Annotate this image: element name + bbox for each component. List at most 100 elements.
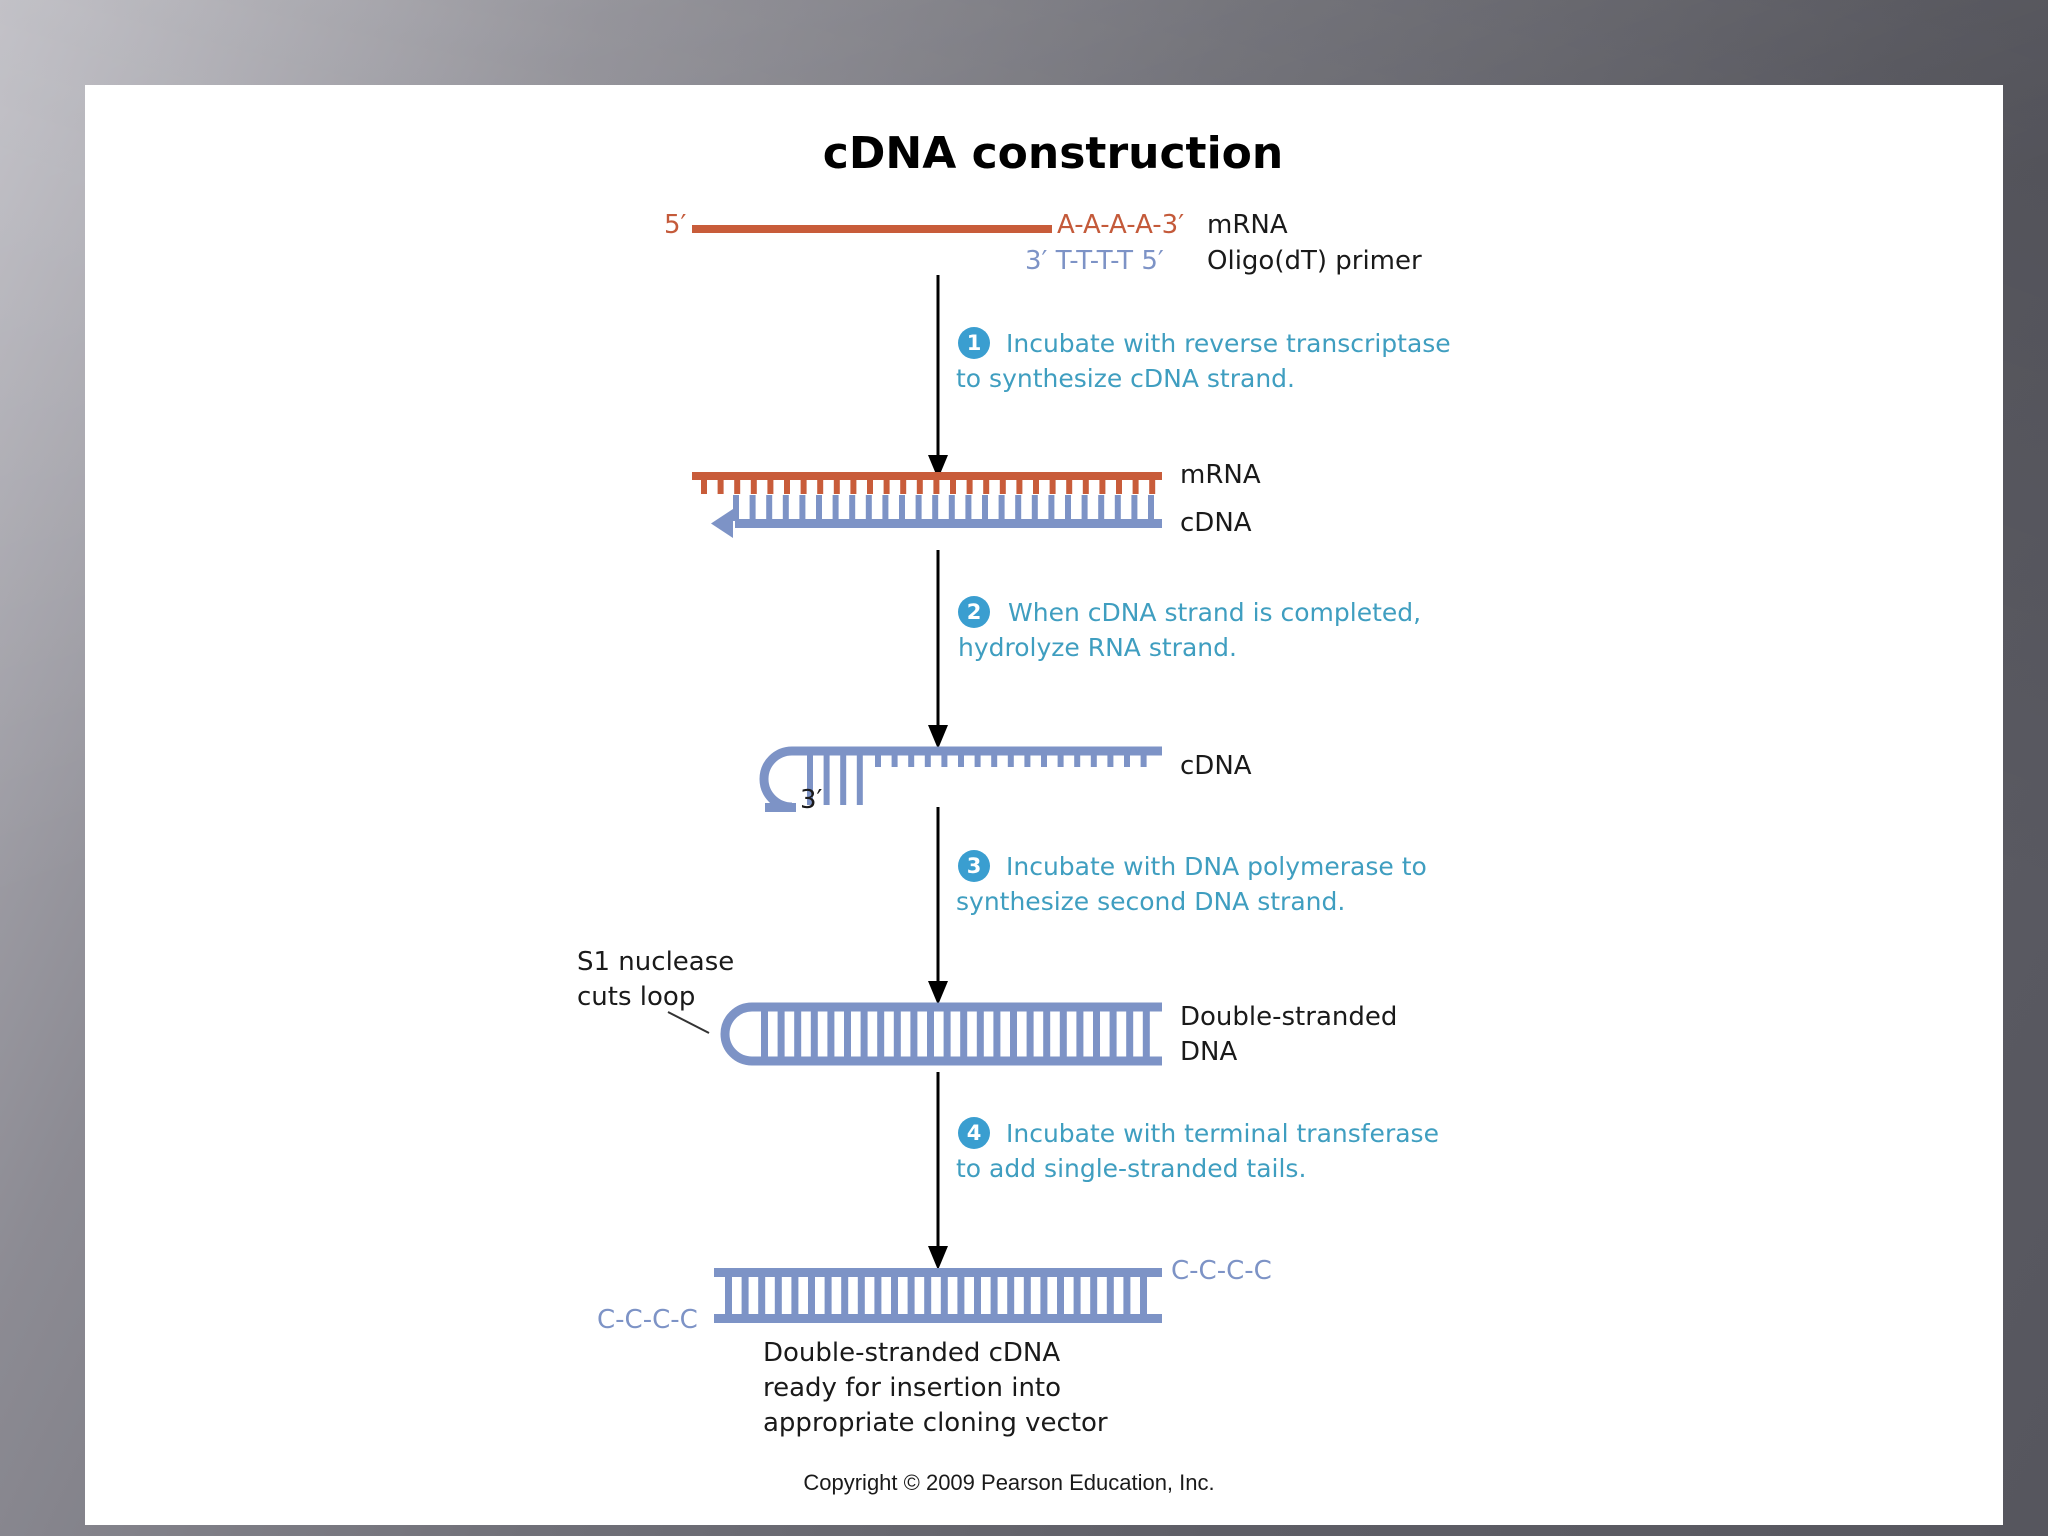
base-pair: [907, 1275, 915, 1317]
base-pair: [1076, 1009, 1084, 1059]
unpaired-base: [958, 753, 964, 767]
base-pair: [725, 1275, 732, 1317]
base-pair: [940, 1275, 948, 1317]
mrna-base: [1132, 480, 1139, 494]
step-2-number: 2: [967, 600, 982, 624]
unpaired-base: [991, 753, 998, 767]
polya-tail: A-A-A-A-3′: [1057, 210, 1184, 240]
base-pair: [1090, 1275, 1098, 1317]
unpaired-base: [1041, 753, 1047, 767]
unpaired-base: [1090, 753, 1097, 767]
mrna-base: [916, 480, 923, 494]
hairpin-three-prime-label: 3′: [800, 785, 823, 815]
base-pair: [927, 1009, 934, 1059]
base-pair: [1140, 1275, 1147, 1317]
diagram-title: cDNA construction: [823, 128, 1283, 179]
cdna-growth-arrowhead: [711, 509, 733, 538]
unpaired-base: [1007, 753, 1014, 767]
unpaired-base: [1107, 753, 1114, 767]
step-1-number-icon: [958, 327, 990, 359]
unpaired-base: [1057, 753, 1064, 767]
double-stranded-dna-loop: [711, 1002, 1162, 1066]
unpaired-base: [974, 753, 981, 767]
base-pair: [943, 1009, 951, 1059]
base-pair: [957, 1275, 965, 1317]
oligo-dt-primer: 3′ T-T-T-T 5′: [1025, 246, 1164, 276]
mrna-base: [767, 480, 774, 494]
copyright: Copyright © 2009 Pearson Education, Inc.: [803, 1470, 1214, 1495]
step-2-number-icon: [958, 596, 990, 628]
mrna-base: [1066, 480, 1073, 494]
final-top-strand: [714, 1268, 1162, 1277]
mrna-base: [1033, 480, 1039, 494]
step-1: 1 Incubate with reverse transcriptase to…: [956, 327, 1451, 393]
hybrid-mrna-label: mRNA: [1180, 460, 1261, 490]
s1-cut-site: [711, 1025, 720, 1043]
base-pair: [1026, 1009, 1034, 1059]
step-3-number-icon: [958, 850, 990, 882]
step-2: 2 When cDNA strand is completed, hydroly…: [958, 596, 1421, 662]
arrow-step-4: [928, 1072, 948, 1270]
hybrid-mrna-strand: [692, 472, 1162, 480]
step-1-number: 1: [967, 331, 982, 355]
mrna-base: [1116, 480, 1122, 494]
mrna-base: [933, 480, 940, 494]
final-ds-cdna: [714, 1268, 1162, 1323]
base-pair: [1059, 1009, 1067, 1059]
cdna-base: [799, 495, 806, 521]
base-pair: [824, 1275, 832, 1317]
unpaired-base: [891, 753, 898, 767]
cdna-base: [915, 495, 922, 521]
step-3-text-line2: synthesize second DNA strand.: [956, 887, 1345, 916]
cdna-base: [882, 495, 889, 521]
step-1-text-line2: to synthesize cDNA strand.: [956, 364, 1295, 393]
base-pair: [758, 1275, 766, 1317]
mrna-base: [701, 480, 707, 494]
mrna-base: [883, 480, 890, 494]
unpaired-base: [941, 753, 948, 767]
mrna-base: [900, 480, 907, 494]
final-caption-line2: ready for insertion into: [763, 1373, 1061, 1403]
final-caption-line1: Double-stranded cDNA: [763, 1338, 1060, 1368]
base-pair: [974, 1275, 981, 1317]
base-pair: [893, 1009, 901, 1059]
step-2-text-line2: hydrolyze RNA strand.: [958, 633, 1237, 662]
step-2-text-line1: When cDNA strand is completed,: [1008, 598, 1421, 627]
step-1-text-line1: Incubate with reverse transcriptase: [1006, 329, 1451, 358]
unpaired-base: [1124, 753, 1130, 767]
step-4-text-line1: Incubate with terminal transferase: [1006, 1119, 1439, 1148]
paired-base: [856, 753, 863, 805]
unpaired-base: [1024, 753, 1031, 767]
mrna-base: [734, 480, 741, 494]
base-pair: [774, 1275, 782, 1317]
base-pair: [844, 1009, 851, 1059]
base-pair: [794, 1009, 802, 1059]
base-pair: [1040, 1275, 1048, 1317]
base-pair: [960, 1009, 968, 1059]
mrna-base: [1082, 480, 1089, 494]
cdna-base: [782, 495, 789, 521]
step-4-number-icon: [958, 1117, 990, 1149]
cdna-base: [1098, 495, 1105, 521]
base-pair: [976, 1009, 984, 1059]
base-pair: [1007, 1275, 1015, 1317]
mrna-cdna-hybrid: [692, 472, 1162, 538]
unpaired-base: [1074, 753, 1081, 767]
cdna-base: [965, 495, 972, 521]
base-pair: [1073, 1275, 1081, 1317]
step-4: 4 Incubate with terminal transferase to …: [956, 1117, 1439, 1183]
paired-base: [840, 753, 847, 805]
final-bottom-strand: [714, 1314, 1162, 1323]
mrna-base: [966, 480, 973, 494]
mrna-base: [784, 480, 790, 494]
base-pair: [1057, 1275, 1064, 1317]
step-3-number: 3: [967, 854, 982, 878]
base-pair: [891, 1275, 898, 1317]
cdna-base: [733, 495, 739, 521]
hybrid-cdna-strand: [735, 519, 1162, 528]
hybrid-cdna-label: cDNA: [1180, 508, 1252, 538]
cdna-base: [1081, 495, 1088, 521]
base-pair: [993, 1009, 1001, 1059]
step-4-text-line2: to add single-stranded tails.: [956, 1154, 1306, 1183]
base-pair: [860, 1009, 868, 1059]
